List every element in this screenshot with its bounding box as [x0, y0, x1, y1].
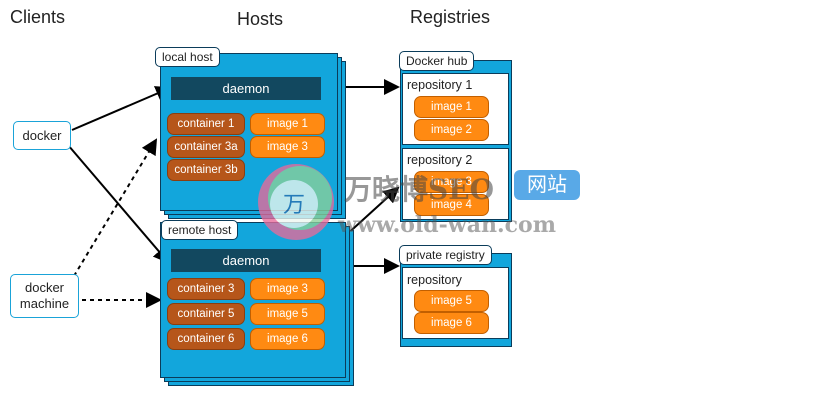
arrow-machine-to-local-host: [73, 138, 158, 277]
remote-image-3: image 3: [250, 278, 325, 300]
local-image-3: image 3: [250, 136, 325, 158]
local-host-label: local host: [155, 47, 220, 67]
remote-container-5: container 5: [167, 303, 245, 325]
watermark-logo: 万: [254, 160, 338, 244]
private-image-5: image 5: [414, 290, 489, 312]
private-image-6: image 6: [414, 312, 489, 334]
clients-heading: Clients: [10, 7, 66, 27]
remote-host-label: remote host: [161, 220, 239, 240]
local-daemon: daemon: [171, 77, 321, 100]
hub-repository-1-label: repository 1: [407, 78, 473, 92]
hosts-heading: Hosts: [237, 9, 284, 29]
arrow-docker-to-local-daemon: [71, 86, 172, 131]
registries-heading: Registries: [410, 7, 491, 27]
hub-repository-2-label: repository 2: [407, 153, 473, 167]
remote-host-panel: [160, 222, 346, 378]
private-registry-label: private registry: [399, 245, 492, 265]
remote-container-3: container 3: [167, 278, 245, 300]
remote-container-6: container 6: [167, 328, 245, 350]
local-container-3a: container 3a: [167, 136, 245, 158]
remote-daemon: daemon: [171, 249, 321, 272]
arrow-docker-to-remote-daemon: [67, 144, 170, 264]
watermark-url: www.old-wan.com: [338, 212, 557, 238]
svg-text:万: 万: [283, 193, 305, 218]
local-container-1: container 1: [167, 113, 245, 135]
docker-client: docker: [13, 121, 71, 150]
remote-image-6: image 6: [250, 328, 325, 350]
hub-image-4: image 4: [414, 194, 489, 216]
docker-machine-client: docker machine: [10, 274, 79, 318]
hub-image-2: image 2: [414, 119, 489, 141]
hub-image-3: image 3: [414, 171, 489, 193]
watermark-badge: 网站: [514, 170, 580, 200]
local-image-1: image 1: [250, 113, 325, 135]
private-repository-label: repository: [407, 273, 462, 287]
watermark-brand: 万晓博SEO: [344, 173, 494, 206]
local-container-3b: container 3b: [167, 159, 245, 181]
hub-image-1: image 1: [414, 96, 489, 118]
docker-hub-label: Docker hub: [399, 51, 475, 71]
remote-image-5: image 5: [250, 303, 325, 325]
